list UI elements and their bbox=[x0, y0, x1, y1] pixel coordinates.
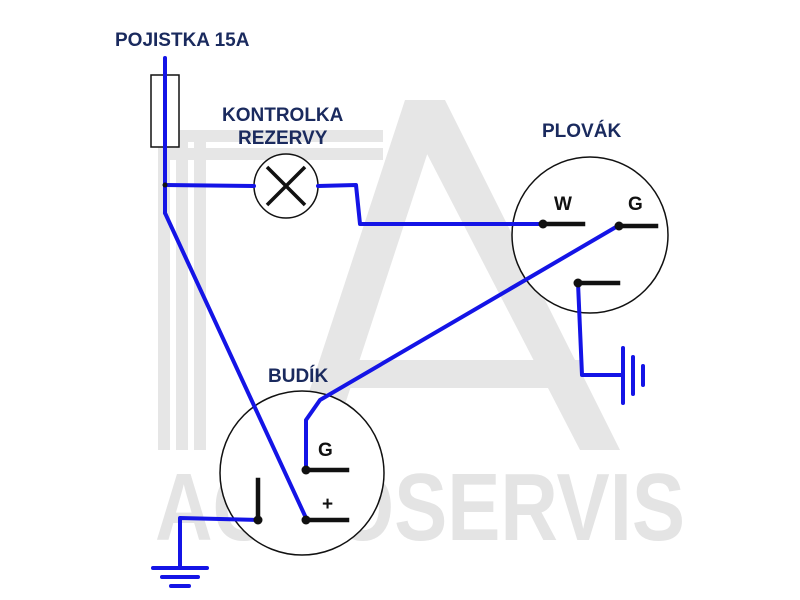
wire-float-g-to-gauge-g bbox=[304, 225, 618, 470]
float-w-label: W bbox=[554, 194, 572, 215]
float-g-label: G bbox=[628, 194, 643, 215]
wire-fuse-to-gauge-plus bbox=[163, 211, 308, 520]
float-sender-circle bbox=[511, 156, 669, 314]
terminals bbox=[162, 182, 659, 525]
gauge-label: BUDÍK bbox=[268, 365, 328, 387]
lamp-label-line2: REZERVY bbox=[238, 128, 328, 149]
wire-fuse-to-lamp bbox=[163, 183, 256, 188]
watermark-logo bbox=[158, 100, 620, 450]
gauge-plus-label: + bbox=[322, 494, 333, 515]
gauge-g-label: G bbox=[318, 440, 333, 461]
wire-gauge-ground bbox=[178, 516, 260, 570]
ground-icon bbox=[621, 346, 645, 405]
ground-icon bbox=[151, 566, 209, 588]
wire-lamp-to-float-w bbox=[316, 183, 545, 226]
wire-float-ground bbox=[576, 281, 624, 377]
lamp-label-line1: KONTROLKA bbox=[222, 105, 344, 126]
float-label: PLOVÁK bbox=[542, 120, 621, 142]
gauge-circle bbox=[219, 390, 385, 556]
lamp-icon bbox=[253, 153, 319, 219]
fuse-label: POJISTKA 15A bbox=[115, 30, 250, 51]
